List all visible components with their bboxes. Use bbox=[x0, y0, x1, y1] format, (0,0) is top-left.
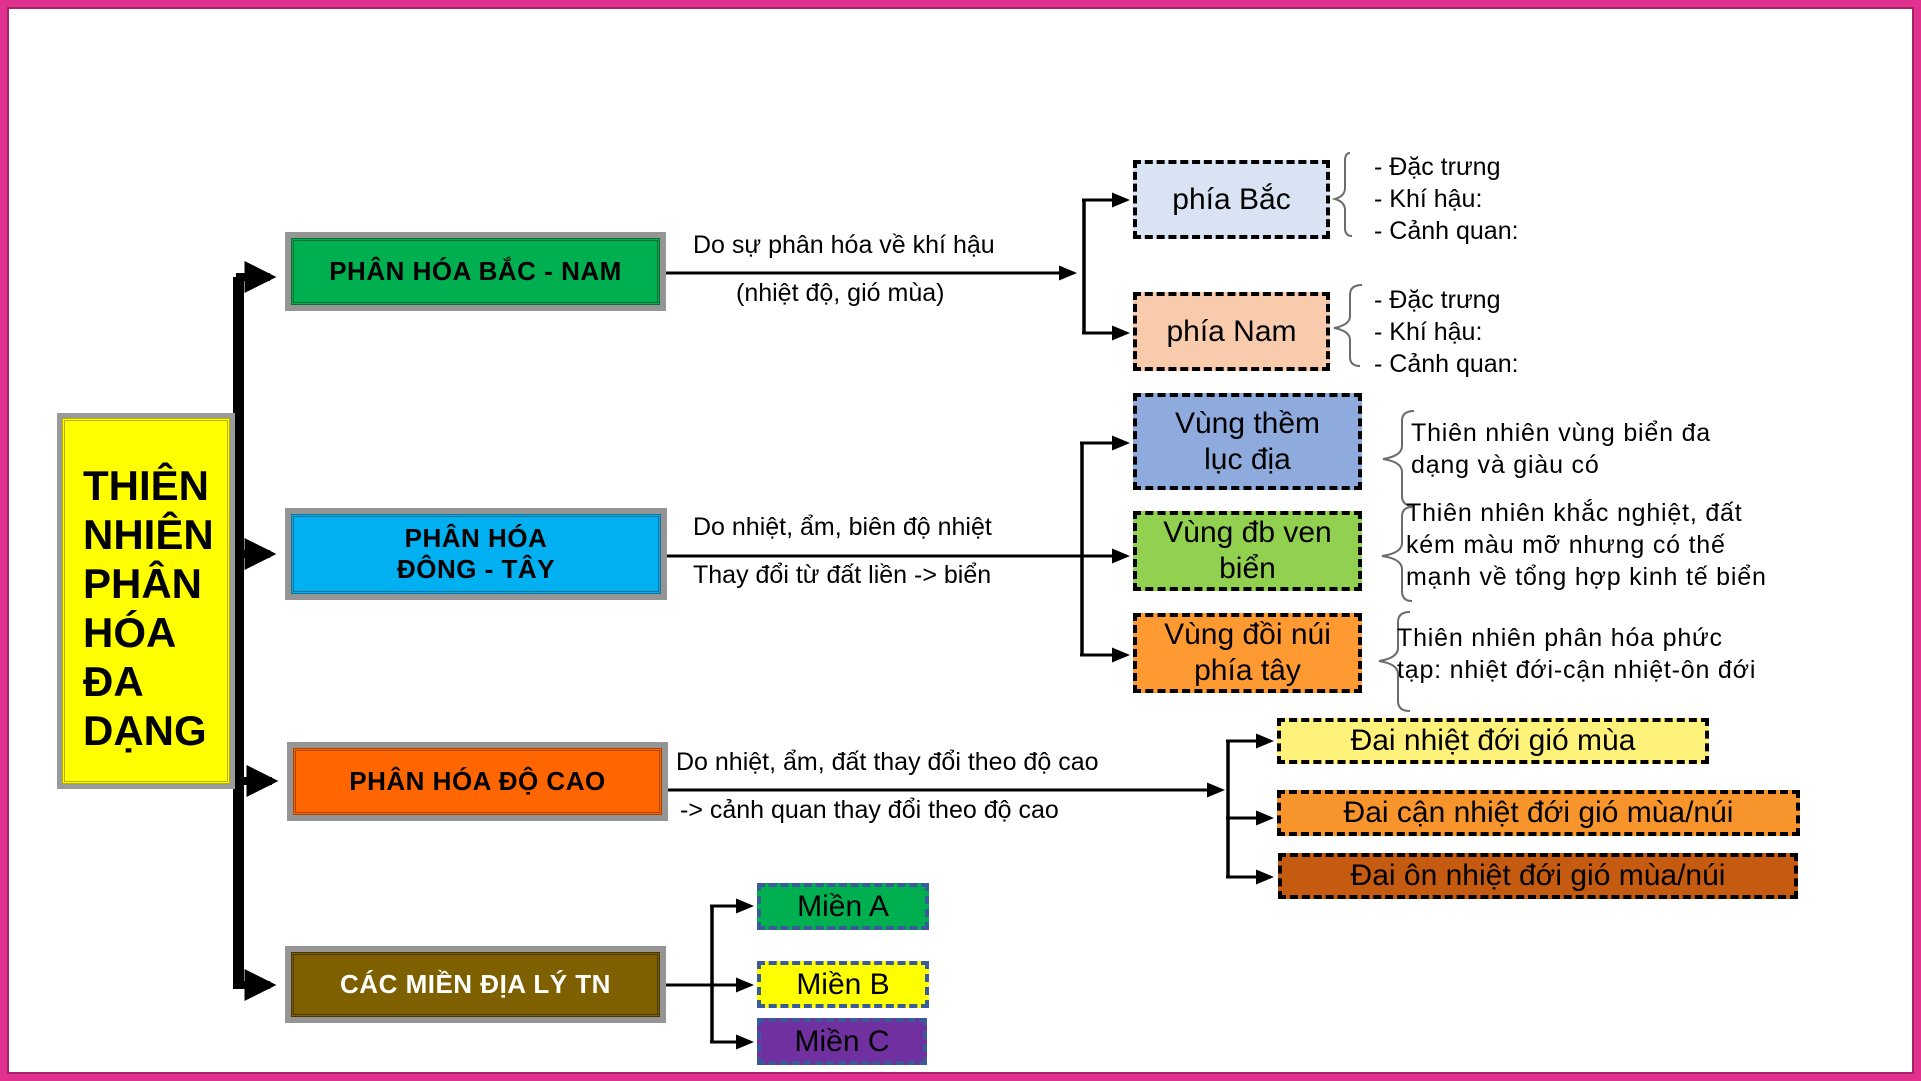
bullet-canh-quan: - Cảnh quan: bbox=[1374, 217, 1519, 245]
node-vung-them-luc-dia: Vùng thềm lục địa bbox=[1133, 393, 1362, 490]
node-dai-can-nhiet-label: Đai cận nhiệt đới gió mùa/núi bbox=[1343, 796, 1734, 829]
node-phia-nam-label: phía Nam bbox=[1166, 314, 1297, 348]
node-phia-bac: phía Bắc bbox=[1133, 160, 1330, 239]
category-cac-mien: CÁC MIỀN ĐỊA LÝ TN bbox=[285, 946, 666, 1023]
node-dai-nhiet-doi-label: Đai nhiệt đới gió mùa bbox=[1350, 724, 1636, 757]
edge-label-bac-nam-bottom: (nhiệt độ, gió mùa) bbox=[736, 279, 945, 307]
node-mien-a-label: Miền A bbox=[797, 889, 889, 923]
node-mien-b-label: Miền B bbox=[796, 967, 890, 1001]
bullet-khi-hau: - Khí hậu: bbox=[1374, 185, 1483, 213]
node-mien-b: Miền B bbox=[757, 961, 929, 1008]
main-topic-title: THIÊN NHIÊN PHÂN HÓA ĐA DẠNG bbox=[83, 462, 214, 754]
bullets-phia-nam: - Đặc trưng - Khí hậu: - Cảnh quan: bbox=[1374, 284, 1519, 380]
category-cac-mien-label: CÁC MIỀN ĐỊA LÝ TN bbox=[291, 952, 660, 1017]
category-do-cao-label: PHÂN HÓA ĐỘ CAO bbox=[293, 748, 662, 815]
category-dong-tay: PHÂN HÓA ĐÔNG - TÂY bbox=[285, 508, 667, 600]
node-dai-on-nhiet: Đai ôn nhiệt đới gió mùa/núi bbox=[1278, 853, 1798, 899]
edge-label-dong-tay-top: Do nhiệt, ẩm, biên độ nhiệt bbox=[693, 513, 992, 541]
brace-vung-doi-nui bbox=[1378, 611, 1411, 712]
brace-vung-them bbox=[1382, 410, 1415, 507]
brace-vung-db bbox=[1381, 506, 1413, 602]
edge-label-bac-nam-top: Do sự phân hóa về khí hậu bbox=[693, 231, 995, 259]
node-phia-bac-label: phía Bắc bbox=[1172, 182, 1291, 216]
node-vung-doi-nui-phia-tay: Vùng đồi núi phía tây bbox=[1133, 613, 1362, 693]
category-bac-nam: PHÂN HÓA BẮC - NAM bbox=[285, 232, 666, 311]
brace-phia-bac bbox=[1331, 152, 1353, 237]
node-mien-c-label: Miền C bbox=[794, 1024, 890, 1058]
desc-vung-doi-nui-phia-tay: Thiên nhiên phân hóa phức tạp: nhiệt đới… bbox=[1397, 624, 1757, 684]
desc-vung-dong-bang-ven-bien: Thiên nhiên khắc nghiệt, đất kém màu mỡ … bbox=[1406, 499, 1767, 591]
node-phia-nam: phía Nam bbox=[1133, 292, 1330, 371]
main-topic-box: THIÊN NHIÊN PHÂN HÓA ĐA DẠNG bbox=[57, 413, 235, 789]
bullets-phia-bac: - Đặc trưng - Khí hậu: - Cảnh quan: bbox=[1374, 151, 1519, 247]
node-vung-doi-nui-phia-tay-label: Vùng đồi núi phía tây bbox=[1164, 618, 1331, 687]
category-dong-tay-label: PHÂN HÓA ĐÔNG - TÂY bbox=[291, 514, 661, 594]
edge-label-do-cao-bottom: -> cảnh quan thay đổi theo độ cao bbox=[680, 796, 1059, 824]
node-mien-a: Miền A bbox=[757, 883, 929, 930]
brace-phia-nam bbox=[1333, 284, 1363, 367]
node-dai-nhiet-doi: Đai nhiệt đới gió mùa bbox=[1277, 718, 1709, 764]
desc-vung-them-luc-dia: Thiên nhiên vùng biển đa dạng và giàu có bbox=[1411, 419, 1711, 479]
edge-label-do-cao-top: Do nhiệt, ẩm, đất thay đổi theo độ cao bbox=[676, 748, 1099, 776]
category-bac-nam-label: PHÂN HÓA BẮC - NAM bbox=[291, 238, 660, 305]
edge-label-dong-tay-bottom: Thay đổi từ đất liền -> biển bbox=[693, 561, 992, 589]
category-do-cao: PHÂN HÓA ĐỘ CAO bbox=[287, 742, 668, 821]
node-vung-them-luc-dia-label: Vùng thềm lục địa bbox=[1174, 406, 1321, 476]
node-vung-dong-bang-ven-bien: Vùng đb ven biển bbox=[1133, 511, 1362, 591]
bullet-khi-hau: - Khí hậu: bbox=[1374, 318, 1483, 346]
node-mien-c: Miền C bbox=[757, 1018, 927, 1065]
node-dai-on-nhiet-label: Đai ôn nhiệt đới gió mùa/núi bbox=[1350, 859, 1726, 892]
node-dai-can-nhiet: Đai cận nhiệt đới gió mùa/núi bbox=[1277, 790, 1800, 836]
bullet-dac-trung: - Đặc trưng bbox=[1374, 153, 1501, 181]
bullet-dac-trung: - Đặc trưng bbox=[1374, 286, 1501, 314]
bullet-canh-quan: - Cảnh quan: bbox=[1374, 350, 1519, 378]
node-vung-dong-bang-ven-bien-label: Vùng đb ven biển bbox=[1163, 516, 1332, 585]
